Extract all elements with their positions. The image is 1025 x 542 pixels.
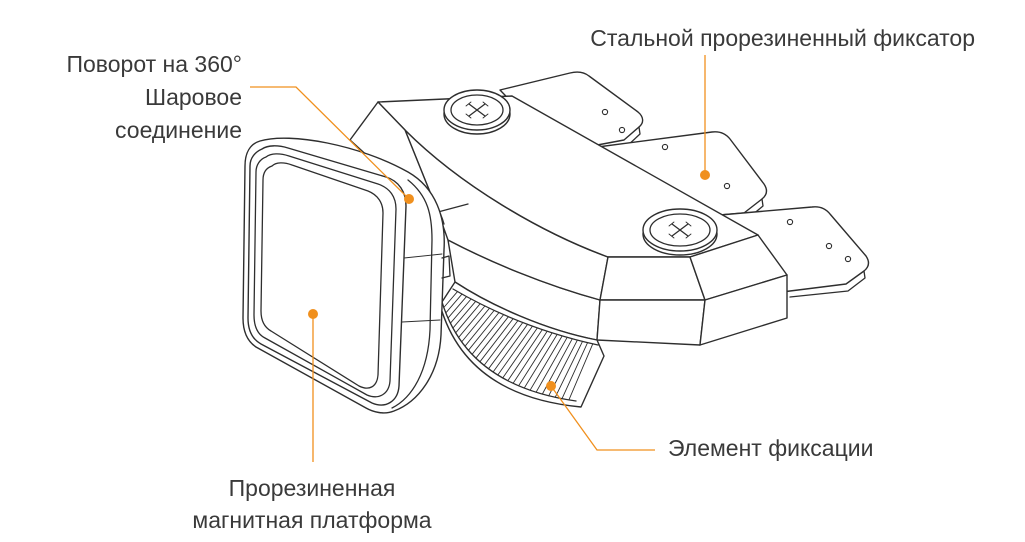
dial-ridge [518,332,553,387]
pad-rim [247,145,407,406]
label-lock-element: Элемент фиксации [668,432,873,465]
dial-ridge [447,296,467,319]
label-ball-joint-line1: Поворот на 360° [66,51,242,77]
callout-dot-lock-element [546,381,556,391]
screw-top [443,89,511,135]
dial-ridge [455,303,481,334]
label-ball-joint-line3: соединение [115,117,242,143]
front-block [596,234,788,346]
dial-ridge [449,298,472,324]
label-magnetic-pad-line1: Прорезиненная [228,475,396,501]
dial-ridge [458,305,486,338]
dial-ridge [467,312,500,351]
plate-hole [825,242,833,250]
dial-ridge [497,325,533,376]
dial-ridge [561,342,589,400]
clamp-plate-bottom [719,206,870,298]
plate-hole [723,182,731,190]
screw-cross-icon [465,101,489,119]
dial-ridge [479,318,514,363]
pad-rim-inner [253,153,397,398]
dial-ridge [492,323,529,373]
dial-ridge [464,309,495,347]
dial-ridge [452,300,477,329]
label-ball-joint: Поворот на 360° Шаровое соединение [66,48,242,147]
dial-ridge [523,333,558,389]
dial-ridge [535,336,568,393]
label-ball-joint-line2: Шаровое [145,84,242,110]
callout-dot-ball-joint [404,194,414,204]
callout-dot-magnetic-pad [308,309,318,319]
screw-cross-icon [668,221,692,239]
knurled-dial [439,281,605,408]
plate-hole [618,126,626,134]
pad-side-line [391,179,433,409]
magnetic-pad [242,137,451,414]
label-lock-element-text: Элемент фиксации [668,435,874,461]
dial-ridge [475,316,509,359]
dial-ridge [507,329,543,382]
dial-ridge [529,335,563,391]
dial-ridge [445,293,463,314]
dial-ridge [443,291,458,308]
screw-bottom [642,208,718,256]
dial-ridge [483,320,519,366]
pad-face [260,162,384,389]
label-steel-clamp: Стальной прорезиненный фиксатор [590,22,975,55]
label-steel-clamp-text: Стальной прорезиненный фиксатор [590,25,975,51]
plate-hole [844,255,852,263]
callout-dot-steel-clamp [700,170,710,180]
dial-ridge [512,330,548,384]
callout-line-ball-joint [250,86,410,200]
dial-ridge [554,340,583,398]
dial-ridge [488,322,524,370]
plate-hole [601,108,609,116]
plate-hole [786,218,794,226]
callout-line-lock-element [550,385,655,451]
dial-ridge [461,307,490,343]
label-magnetic-pad-line2: магнитная платформа [192,507,432,533]
dial-ridge [568,343,594,401]
label-magnetic-pad: Прорезиненная магнитная платформа [162,472,462,536]
plate-hole [661,143,669,151]
dial-ridge [471,314,505,355]
dial-ridge [502,327,538,379]
